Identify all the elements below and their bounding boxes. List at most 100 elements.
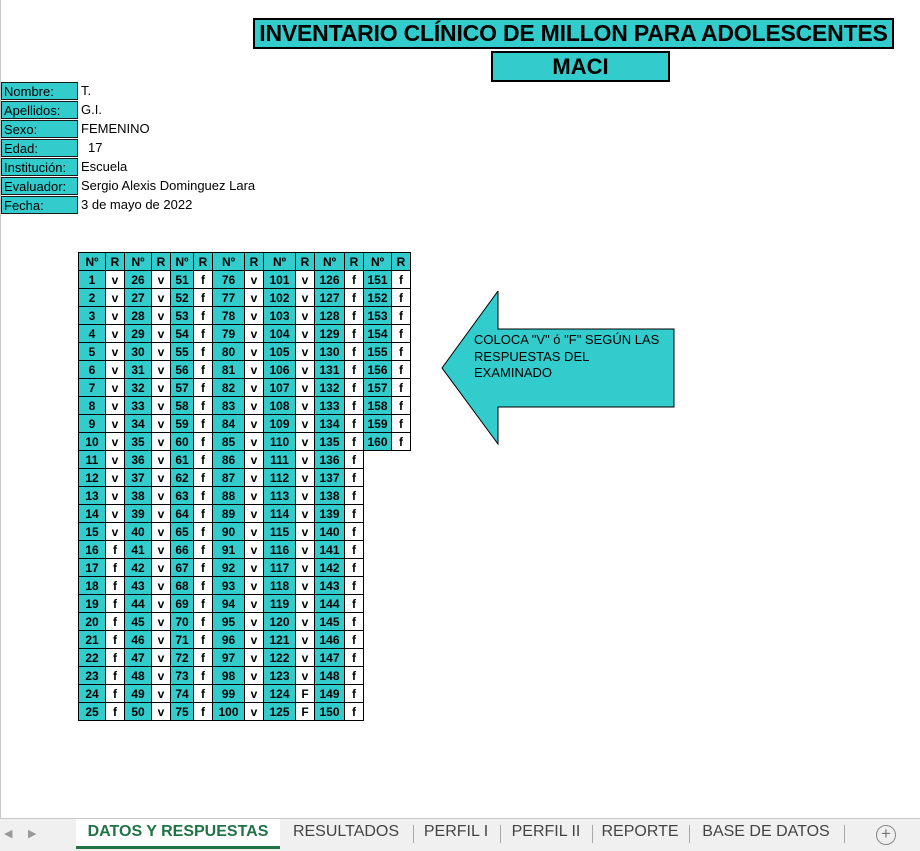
response-cell[interactable]: f [105,648,125,667]
response-cell[interactable]: v [151,702,171,721]
response-cell[interactable]: f [344,684,364,703]
response-cell[interactable]: f [193,342,213,361]
response-cell[interactable]: v [151,684,171,703]
response-cell[interactable]: v [151,522,171,541]
response-cell[interactable]: v [244,486,264,505]
response-cell[interactable]: v [295,576,315,595]
response-cell[interactable]: f [344,306,364,325]
response-cell[interactable]: v [105,324,125,343]
tab-datos-y-respuestas[interactable]: DATOS Y RESPUESTAS [76,819,280,849]
response-cell[interactable]: v [151,558,171,577]
response-cell[interactable]: v [105,486,125,505]
response-cell[interactable]: f [391,360,411,379]
response-cell[interactable]: f [344,612,364,631]
response-cell[interactable]: f [344,360,364,379]
response-cell[interactable]: v [151,270,171,289]
response-cell[interactable]: v [151,378,171,397]
scroll-right-icon[interactable]: ▶ [28,828,37,840]
response-cell[interactable]: v [295,648,315,667]
response-cell[interactable]: v [151,342,171,361]
response-cell[interactable]: f [391,306,411,325]
response-cell[interactable]: f [344,414,364,433]
info-value-cell[interactable]: Sergio Alexis Dominguez Lara [81,178,256,193]
response-cell[interactable]: v [151,288,171,307]
response-cell[interactable]: v [244,270,264,289]
response-cell[interactable]: v [244,540,264,559]
response-cell[interactable]: f [105,540,125,559]
response-cell[interactable]: v [295,270,315,289]
response-cell[interactable]: v [151,612,171,631]
response-cell[interactable]: v [244,648,264,667]
response-cell[interactable]: v [295,414,315,433]
response-cell[interactable]: f [193,702,213,721]
response-cell[interactable]: f [193,486,213,505]
response-cell[interactable]: v [295,360,315,379]
response-cell[interactable]: f [344,702,364,721]
response-cell[interactable]: v [244,702,264,721]
response-cell[interactable]: v [151,594,171,613]
response-cell[interactable]: v [105,450,125,469]
response-cell[interactable]: v [151,414,171,433]
response-cell[interactable]: v [295,396,315,415]
response-cell[interactable]: f [344,468,364,487]
response-cell[interactable]: v [295,342,315,361]
response-cell[interactable]: v [244,522,264,541]
response-cell[interactable]: f [193,522,213,541]
response-cell[interactable]: v [151,306,171,325]
response-cell[interactable]: f [193,648,213,667]
response-cell[interactable]: v [151,540,171,559]
response-cell[interactable]: f [193,270,213,289]
response-cell[interactable]: v [105,504,125,523]
add-sheet-icon[interactable]: + [876,825,896,845]
response-cell[interactable]: f [391,270,411,289]
tab-resultados[interactable]: RESULTADOS [292,823,400,840]
response-cell[interactable]: v [295,522,315,541]
response-cell[interactable]: f [391,414,411,433]
response-cell[interactable]: f [105,702,125,721]
response-cell[interactable]: v [151,648,171,667]
response-cell[interactable]: f [193,450,213,469]
response-cell[interactable]: v [244,558,264,577]
response-cell[interactable]: F [295,702,315,721]
response-cell[interactable]: v [295,594,315,613]
response-cell[interactable]: f [344,288,364,307]
response-cell[interactable]: v [105,360,125,379]
response-cell[interactable]: f [105,576,125,595]
response-cell[interactable]: v [151,450,171,469]
response-cell[interactable]: v [105,378,125,397]
info-value-cell[interactable]: G.I. [81,102,102,117]
response-cell[interactable]: f [105,558,125,577]
response-cell[interactable]: f [193,684,213,703]
response-cell[interactable]: f [344,270,364,289]
response-cell[interactable]: f [391,324,411,343]
response-cell[interactable]: v [295,450,315,469]
response-cell[interactable]: v [105,432,125,451]
response-cell[interactable]: f [344,486,364,505]
response-cell[interactable]: f [105,612,125,631]
response-cell[interactable]: v [295,504,315,523]
response-cell[interactable]: v [244,414,264,433]
response-cell[interactable]: v [295,612,315,631]
response-cell[interactable]: v [244,576,264,595]
response-cell[interactable]: f [193,666,213,685]
response-cell[interactable]: v [105,288,125,307]
response-cell[interactable]: f [391,432,411,451]
response-cell[interactable]: f [344,666,364,685]
response-cell[interactable]: v [244,630,264,649]
response-cell[interactable]: f [344,378,364,397]
response-cell[interactable]: v [295,288,315,307]
response-cell[interactable]: f [105,630,125,649]
info-value-cell[interactable]: Escuela [81,159,128,174]
response-cell[interactable]: f [344,342,364,361]
response-cell[interactable]: v [244,360,264,379]
response-cell[interactable]: v [244,468,264,487]
response-cell[interactable]: f [391,342,411,361]
response-cell[interactable]: v [151,396,171,415]
response-cell[interactable]: f [391,288,411,307]
response-cell[interactable]: v [151,486,171,505]
response-cell[interactable]: v [105,270,125,289]
response-cell[interactable]: f [344,630,364,649]
response-cell[interactable]: v [151,360,171,379]
response-cell[interactable]: F [295,684,315,703]
response-cell[interactable]: f [193,432,213,451]
